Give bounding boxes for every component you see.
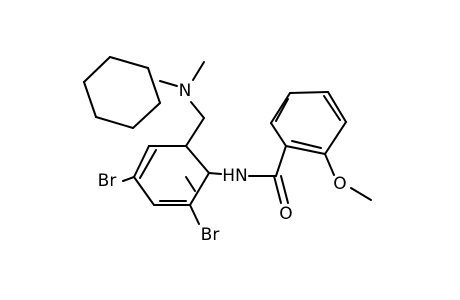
- bond: [324, 153, 335, 176]
- bond: [83, 81, 97, 118]
- bond: [132, 102, 161, 129]
- bond: [324, 121, 347, 155]
- bromine-bottom-label: Br: [201, 225, 220, 245]
- bond: [159, 80, 178, 87]
- bond: [95, 116, 134, 129]
- bond: [270, 92, 291, 124]
- bond: [275, 98, 289, 122]
- bond: [323, 95, 341, 121]
- bond: [291, 140, 322, 149]
- bond: [133, 145, 150, 178]
- bond: [139, 149, 157, 179]
- bond: [192, 61, 205, 81]
- bond: [122, 176, 135, 182]
- bond: [189, 204, 200, 225]
- bond: [190, 101, 205, 119]
- carbonyl-oxygen-label: O: [279, 204, 292, 224]
- bond: [285, 145, 326, 155]
- methoxy-oxygen-label: O: [333, 174, 346, 194]
- bond: [275, 145, 287, 177]
- bond: [350, 187, 372, 201]
- bond: [109, 56, 149, 69]
- bond: [83, 56, 111, 83]
- bond: [189, 172, 210, 206]
- bond: [270, 122, 287, 147]
- bond: [273, 175, 282, 204]
- methoxyphenyl-ring: [270, 91, 347, 155]
- bromine-left-label: Br: [98, 171, 117, 191]
- bond: [185, 117, 205, 147]
- bond: [289, 91, 329, 94]
- bond: [185, 176, 196, 192]
- dibromophenyl-ring: [133, 145, 210, 206]
- amide-nh-label: HN: [222, 166, 248, 186]
- amine-nitrogen-label: N: [179, 81, 192, 101]
- amide-group: [248, 145, 289, 204]
- bond: [327, 91, 347, 123]
- bond: [185, 145, 210, 174]
- bond: [208, 172, 222, 175]
- bond: [147, 67, 161, 104]
- methoxy-group: [324, 153, 372, 201]
- bond: [280, 175, 289, 204]
- cyclohexyl-ring: [83, 56, 161, 129]
- amine-group: [159, 61, 205, 119]
- bond: [133, 176, 155, 206]
